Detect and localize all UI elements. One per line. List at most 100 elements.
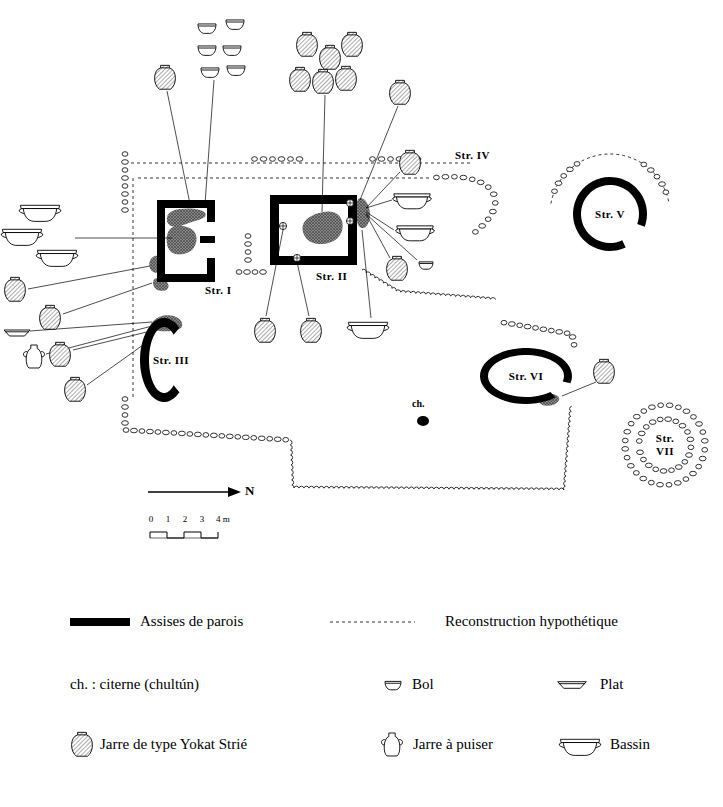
legend-text: Jarre à puiser: [413, 736, 493, 753]
stone: [122, 176, 129, 181]
stone: [235, 435, 241, 440]
pot-outline: [296, 69, 305, 70]
stone: [633, 414, 640, 419]
stone: [561, 174, 567, 179]
excavation-limit: [290, 406, 572, 490]
stone: [564, 331, 570, 336]
stone: [442, 174, 449, 179]
stone: [666, 403, 673, 408]
scale-number: 2: [183, 514, 188, 524]
stone: [517, 323, 523, 328]
pot-outline: [46, 307, 55, 308]
pot-jar: [155, 65, 176, 89]
pot-outline: [396, 229, 400, 234]
stone: [686, 453, 693, 458]
stone: [675, 465, 682, 470]
stone-row: [252, 157, 303, 162]
excavation-limit: [362, 269, 496, 299]
pot-outline: [5, 277, 26, 301]
pot-outline: [290, 67, 311, 91]
stone: [122, 160, 129, 165]
stone: [194, 432, 201, 437]
stone: [122, 413, 128, 418]
stone: [552, 189, 558, 194]
leader-line: [167, 91, 190, 204]
wall-footing: [157, 200, 215, 282]
pot-jar: [301, 318, 322, 342]
hypothetical-line: [330, 622, 415, 623]
scale-bar: [150, 532, 218, 538]
stone: [131, 428, 138, 433]
legend-text: Jarre de type Yokat Strié: [100, 736, 247, 753]
pot-outline: [385, 683, 400, 684]
legend-samples: [70, 618, 601, 756]
stone: [122, 184, 128, 189]
north-label: N: [245, 484, 254, 499]
pot-basin: [559, 739, 601, 755]
pot-outline: [2, 229, 41, 232]
stone: [638, 431, 645, 436]
stone: [653, 467, 659, 472]
leader-line: [28, 266, 150, 289]
pot-bowl: [226, 20, 244, 29]
pot-outline: [397, 226, 433, 229]
stone: [245, 258, 252, 263]
scale-bar-base: [150, 538, 218, 539]
pot-outline: [5, 331, 29, 332]
stone: [122, 168, 128, 173]
stone: [628, 421, 634, 426]
pot-outline: [198, 46, 216, 55]
pot-outline: [36, 254, 41, 259]
stone: [489, 209, 496, 214]
legend-text: Plat: [600, 676, 623, 693]
structure-label: Str. II: [316, 270, 347, 283]
stone: [696, 422, 703, 427]
north-arrow-head: [228, 487, 241, 497]
leader-line: [366, 172, 400, 208]
stone: [636, 439, 642, 444]
stone: [687, 437, 694, 442]
pot-outline: [419, 263, 432, 264]
pot-outline: [73, 254, 78, 259]
stone: [654, 174, 660, 179]
pot-outline: [198, 48, 215, 49]
stone: [702, 448, 708, 453]
stone: [226, 434, 233, 439]
stone: [645, 463, 652, 468]
small-pot-marker: [346, 217, 353, 224]
structure: Str. II: [266, 192, 362, 287]
stone: [679, 423, 686, 428]
legend-text: ch. : citerne (chultún): [70, 676, 199, 693]
pot-outline: [336, 66, 357, 90]
stone: [252, 157, 258, 162]
pot-outline: [71, 379, 80, 380]
stone: [187, 432, 193, 437]
stone: [696, 464, 702, 469]
stone: [627, 463, 634, 468]
stone: [501, 320, 507, 325]
deposit-area: [302, 211, 342, 244]
pot-jar: [297, 32, 318, 56]
stone: [122, 200, 128, 205]
pot-outline: [558, 682, 587, 689]
stone: [171, 431, 177, 436]
stone: [288, 157, 294, 162]
stone: [485, 185, 491, 190]
stone: [147, 429, 154, 434]
pot-bowl: [385, 681, 401, 689]
stone-row: [501, 320, 577, 347]
pot-outline: [303, 34, 312, 35]
pot-jar: [40, 305, 61, 329]
stone: [434, 175, 440, 180]
pot-outline: [5, 233, 39, 246]
structure-outline: [148, 195, 260, 300]
pot-outline: [387, 256, 408, 280]
pot-outline: [23, 352, 26, 358]
stone-row: [434, 174, 499, 234]
pot-outline: [594, 359, 615, 383]
stone: [258, 436, 265, 441]
pot-bowl: [198, 24, 216, 33]
stone: [637, 450, 644, 455]
stone: [122, 405, 129, 410]
stone: [641, 457, 647, 462]
